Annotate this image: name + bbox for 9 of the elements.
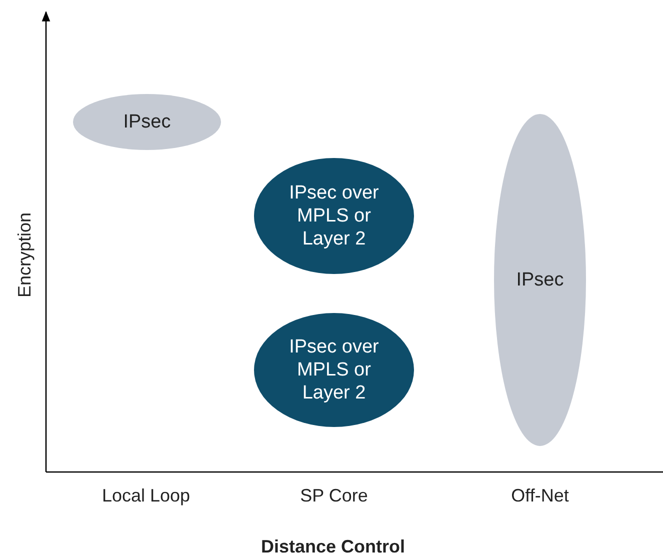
axis-category-label: Off-Net: [511, 486, 569, 506]
ellipse-label: IPsec over MPLS or Layer 2: [288, 336, 380, 404]
axis-category-label: SP Core: [300, 486, 368, 506]
ellipse-label: IPsec: [515, 268, 565, 292]
ellipse-label: IPsec: [122, 110, 172, 134]
axis-title: Encryption: [14, 212, 36, 298]
axis-title: Distance Control: [260, 536, 406, 557]
ellipse-label: IPsec over MPLS or Layer 2: [288, 182, 380, 250]
axis-category-label: Local Loop: [102, 486, 190, 506]
